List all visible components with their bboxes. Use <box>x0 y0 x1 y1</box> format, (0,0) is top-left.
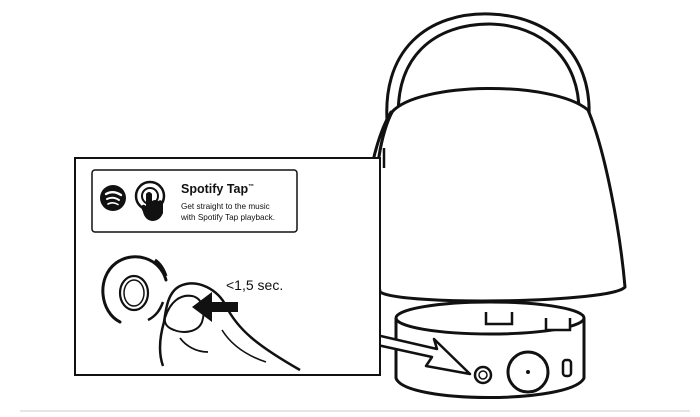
card-description-line1: Get straight to the music <box>181 202 270 211</box>
base-tap-button[interactable] <box>473 365 493 385</box>
status-indicator <box>561 358 573 378</box>
press-arrow-icon <box>192 292 238 322</box>
card-title: Spotify Tap™ <box>181 182 254 196</box>
volume-knob[interactable] <box>506 350 550 394</box>
spotify-logo-icon <box>100 185 126 211</box>
speaker-lamp <box>360 12 627 399</box>
finger-tap-icon <box>134 180 166 221</box>
tap-button-closeup <box>101 255 168 324</box>
card-title-text: Spotify Tap <box>181 182 248 196</box>
card-description-line2: with Spotify Tap playback. <box>180 213 275 222</box>
spotify-tap-card: Spotify Tap™ Get straight to the music w… <box>91 169 298 233</box>
trademark-mark: ™ <box>248 183 254 190</box>
inset-panel: Spotify Tap™ Get straight to the music w… <box>74 157 381 376</box>
lamp-shade <box>372 87 627 303</box>
press-duration-label: <1,5 sec. <box>226 277 283 293</box>
